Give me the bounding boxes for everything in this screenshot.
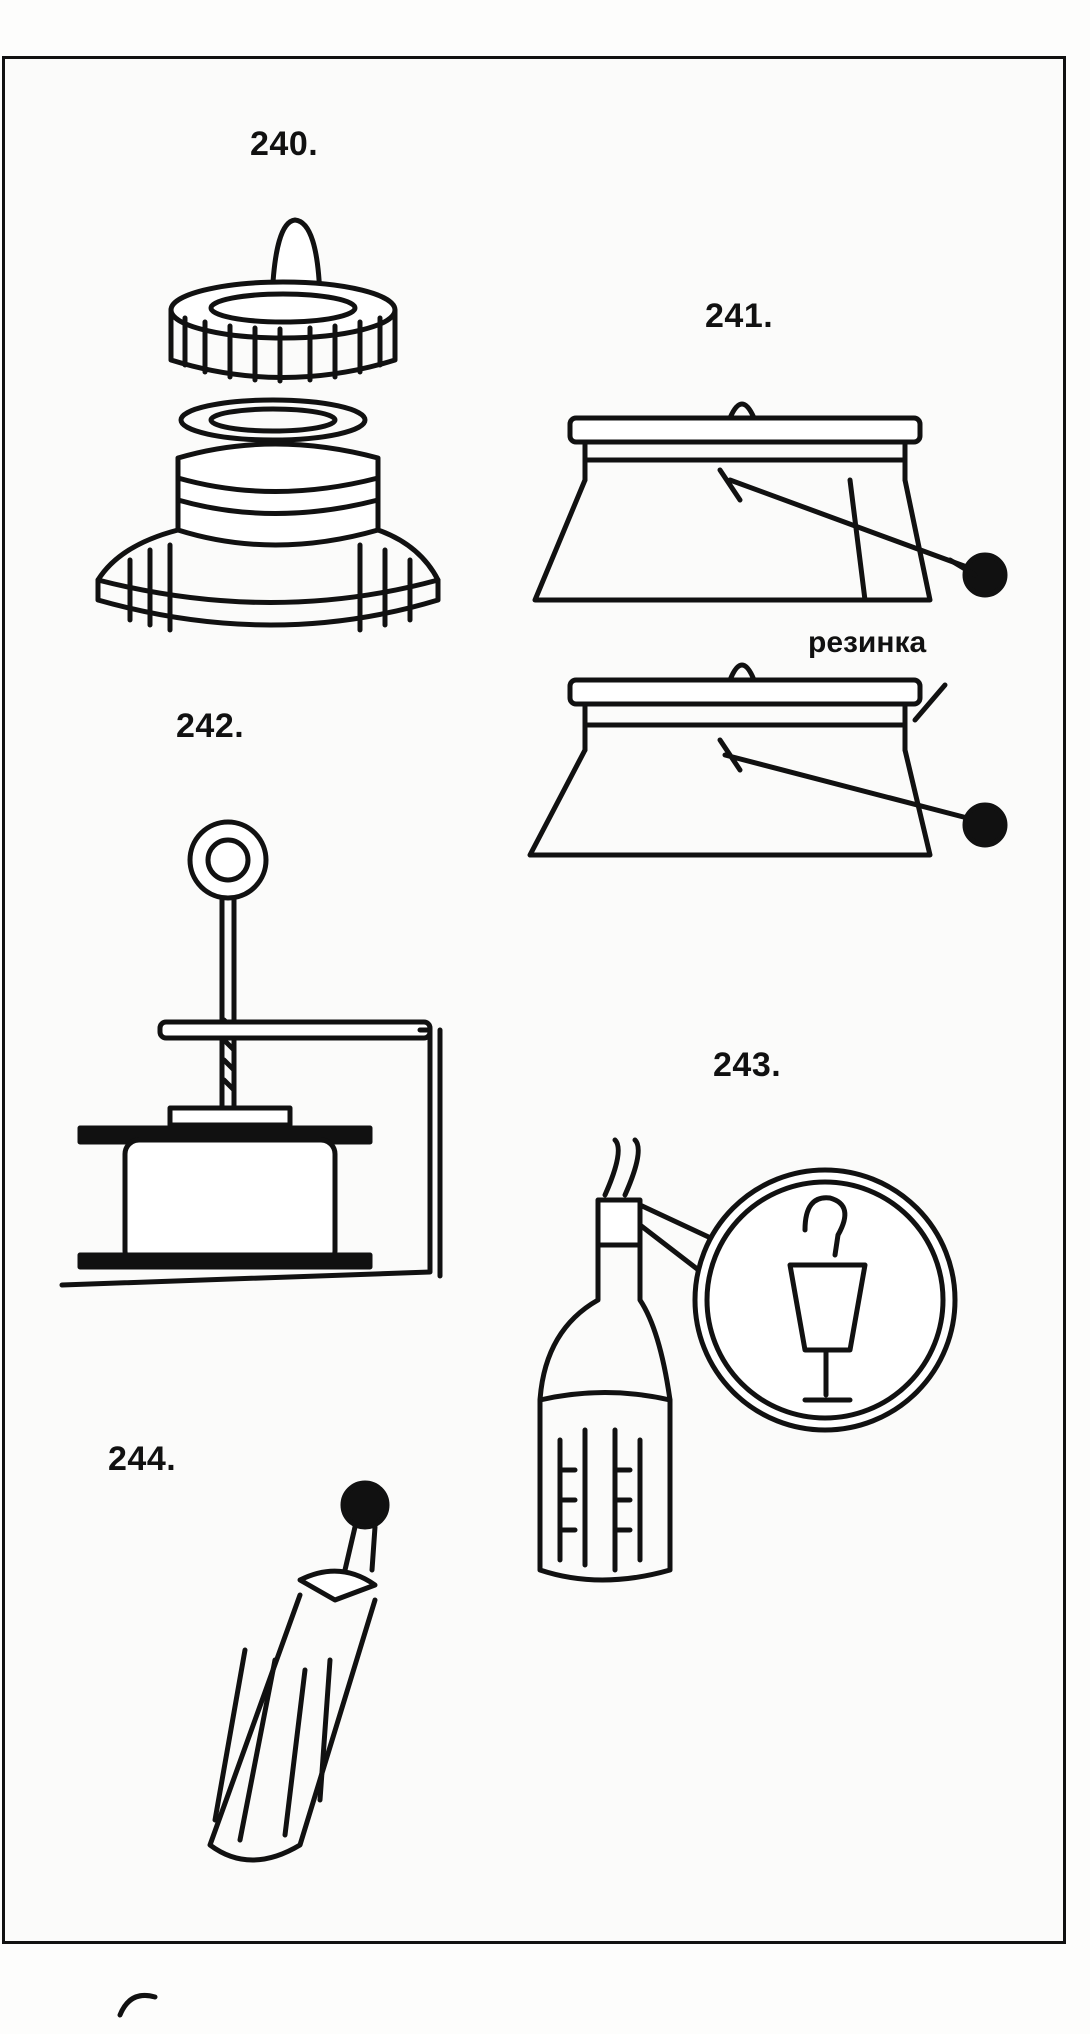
figure-244-drawing <box>207 1480 390 1863</box>
figure-242-drawing <box>59 819 443 1288</box>
figure-242-label: 242. <box>176 707 245 745</box>
figure-244-label: 244. <box>108 1440 177 1478</box>
figure-243-drawing <box>537 1137 958 1583</box>
bottom-cropped-letter <box>117 1993 158 2018</box>
figure-241-callout-label: резинка <box>808 626 927 659</box>
illustration-frame <box>2 56 1066 1944</box>
figure-243-label: 243. <box>713 1046 782 1084</box>
figure-241-label: 241. <box>705 297 774 335</box>
figure-240-drawing <box>95 217 441 633</box>
figure-240-label: 240. <box>250 125 319 163</box>
figure-241-drawing <box>527 401 1008 858</box>
